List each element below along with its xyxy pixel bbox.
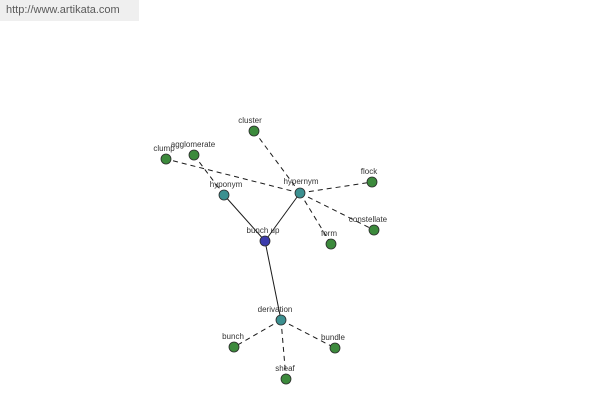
- edge-derivation-bundle: [280, 319, 336, 349]
- node-label-bundle: bundle: [321, 333, 346, 342]
- node-cluster[interactable]: cluster: [238, 116, 262, 137]
- node-label-clump: clump: [153, 144, 175, 153]
- edge-bunch-up-hypernym: [264, 192, 301, 242]
- node-circle-flock[interactable]: [366, 176, 378, 188]
- node-circle-hyponym[interactable]: [218, 189, 230, 201]
- edge-hypernym-flock: [299, 181, 373, 194]
- node-bunch-up[interactable]: bunch up: [247, 226, 280, 247]
- node-circle-cluster[interactable]: [248, 125, 260, 137]
- node-circle-bunch[interactable]: [228, 341, 240, 353]
- node-circle-agglomerate[interactable]: [188, 149, 200, 161]
- edge-hypernym-cluster: [253, 130, 301, 194]
- node-form[interactable]: form: [321, 229, 337, 250]
- node-label-derivation: derivation: [258, 305, 293, 314]
- edge-bunch-up-hyponym: [223, 194, 266, 242]
- node-bunch[interactable]: bunch: [222, 332, 244, 353]
- node-circle-sheaf[interactable]: [280, 373, 292, 385]
- edges-layer: [165, 130, 375, 380]
- edge-hypernym-form: [299, 192, 332, 245]
- edge-bunch-up-derivation: [264, 240, 282, 321]
- node-label-hypernym: hypernym: [283, 177, 318, 186]
- node-sheaf[interactable]: sheaf: [275, 364, 296, 385]
- node-circle-bundle[interactable]: [329, 342, 341, 354]
- watermark-url: http://www.artikata.com: [0, 0, 139, 21]
- node-label-form: form: [321, 229, 337, 238]
- nodes-layer: bunch up hyponym hypernym derivation clumpag…: [153, 116, 388, 385]
- node-label-agglomerate: agglomerate: [171, 140, 216, 149]
- node-hyponym[interactable]: hyponym: [210, 180, 243, 201]
- node-derivation[interactable]: derivation: [258, 305, 293, 326]
- edge-derivation-sheaf: [280, 319, 287, 380]
- node-circle-bunch-up[interactable]: [259, 235, 271, 247]
- node-agglomerate[interactable]: agglomerate: [171, 140, 216, 161]
- node-circle-hypernym[interactable]: [294, 187, 306, 199]
- node-label-cluster: cluster: [238, 116, 262, 125]
- node-bundle[interactable]: bundle: [321, 333, 346, 354]
- node-clump[interactable]: clump: [153, 144, 175, 165]
- node-label-hyponym: hyponym: [210, 180, 243, 189]
- node-circle-clump[interactable]: [160, 153, 172, 165]
- node-hypernym[interactable]: hypernym: [283, 177, 319, 199]
- node-constellate[interactable]: constellate: [349, 215, 388, 236]
- node-label-bunch-up: bunch up: [247, 226, 280, 235]
- node-circle-derivation[interactable]: [275, 314, 287, 326]
- node-label-bunch: bunch: [222, 332, 244, 341]
- node-label-flock: flock: [361, 167, 378, 176]
- node-circle-constellate[interactable]: [368, 224, 380, 236]
- node-circle-form[interactable]: [325, 238, 337, 250]
- node-label-sheaf: sheaf: [275, 364, 295, 373]
- node-label-constellate: constellate: [349, 215, 388, 224]
- edge-hypernym-constellate: [299, 192, 375, 231]
- edge-hyponym-agglomerate: [193, 154, 225, 196]
- edge-derivation-bunch: [233, 319, 282, 348]
- node-flock[interactable]: flock: [361, 167, 378, 188]
